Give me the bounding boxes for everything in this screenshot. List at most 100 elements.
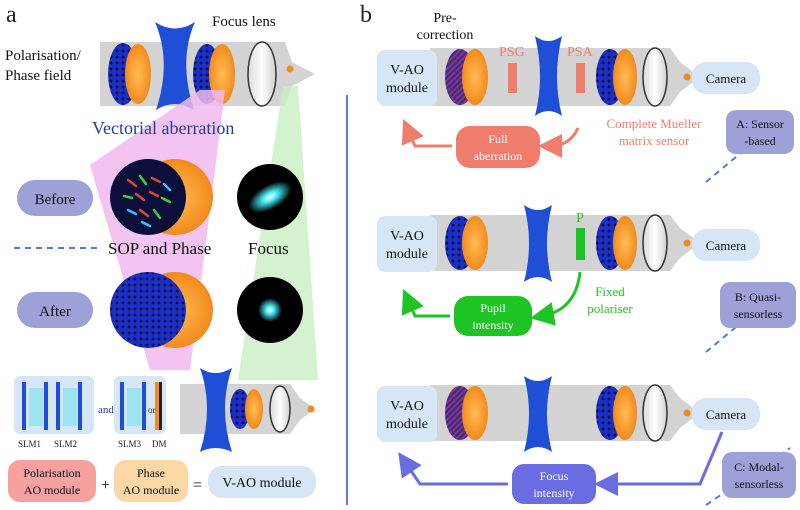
psa-label: PSA bbox=[567, 45, 594, 60]
fixed-polariser-line1: Fixed bbox=[595, 284, 625, 299]
row-c-camera-arrow bbox=[594, 431, 724, 496]
modal-sensorless-line2: sensorless bbox=[735, 477, 784, 491]
slm3-label: SLM3 bbox=[118, 439, 142, 449]
bottom-focus-lens-icon bbox=[269, 385, 291, 433]
full-aberration-line1: Full bbox=[488, 132, 508, 146]
quasi-sensorless-tag bbox=[720, 282, 796, 328]
plus-sign: + bbox=[101, 477, 110, 494]
polarisation-ao-module-box bbox=[8, 460, 96, 502]
after-sop-map bbox=[110, 272, 186, 348]
quasi-sensorless-line1: B: Quasi- bbox=[735, 290, 781, 304]
full-aberration-box bbox=[456, 126, 540, 168]
polarisation-ao-line2: AO module bbox=[24, 483, 80, 497]
sensor-based-line2: -based bbox=[744, 134, 775, 148]
polarisation-field-label-line1: Polarisation/ bbox=[5, 48, 82, 64]
row-a-lens-icon bbox=[535, 36, 562, 116]
orange-phase-disc bbox=[125, 44, 151, 104]
vectorial-aberration-title: Vectorial aberration bbox=[92, 118, 234, 138]
sop-ellipse-glyphs bbox=[122, 174, 172, 228]
row-a-camera-label: Camera bbox=[706, 71, 747, 86]
phase-ao-line1: Phase bbox=[137, 466, 165, 480]
after-badge bbox=[17, 292, 93, 328]
row-a-vao-line2: module bbox=[386, 81, 428, 96]
row-b-optical-train bbox=[430, 205, 700, 282]
after-focus-core bbox=[258, 298, 282, 322]
row-c-feedback-arrow bbox=[398, 452, 508, 486]
focus-lens-icon bbox=[247, 41, 277, 107]
before-sop-map bbox=[110, 159, 186, 235]
polarisation-ao-line1: Polarisation bbox=[23, 466, 80, 480]
sensor-based-line1: A: Sensor bbox=[736, 117, 784, 131]
panel-a-top-beam bbox=[100, 22, 315, 110]
vao-module-label: V-AO module bbox=[222, 476, 301, 491]
row-c-vao-line1: V-AO bbox=[390, 399, 424, 414]
equals-sign: = bbox=[193, 477, 202, 494]
mueller-sensor-line2: matrix sensor bbox=[619, 133, 690, 148]
before-label: Before bbox=[35, 192, 76, 208]
modal-sensorless-tag bbox=[722, 452, 796, 498]
focus-intensity-line2: intensity bbox=[533, 486, 574, 500]
phase-ao-line2: AO module bbox=[123, 483, 179, 497]
sensor-based-tag bbox=[726, 110, 794, 154]
row-c-vao-line2: module bbox=[386, 417, 428, 432]
row-a-vao-line1: V-AO bbox=[390, 63, 424, 78]
pupil-intensity-line2: intensity bbox=[472, 318, 513, 332]
phase-ao-module-box bbox=[114, 460, 188, 502]
row-a-camera-box bbox=[692, 62, 760, 94]
row-c-camera-label: Camera bbox=[706, 407, 747, 422]
slm1-label: SLM1 bbox=[18, 439, 41, 449]
full-aberration-line2: aberration bbox=[474, 149, 523, 163]
and-text: and bbox=[98, 404, 114, 416]
row-a-vao-module-box bbox=[377, 50, 437, 106]
focus-intensity-line1: Focus bbox=[540, 469, 569, 483]
row-b-vao-module-box bbox=[377, 216, 437, 272]
row-b-feedback-arrow bbox=[401, 289, 450, 318]
row-b-sensor-arrow bbox=[530, 271, 582, 326]
polarisation-field-label-line2: Phase field bbox=[5, 68, 72, 84]
row-c-camera-box bbox=[692, 398, 760, 430]
row-c-vao-module-box bbox=[377, 386, 437, 442]
psa-element bbox=[576, 63, 585, 93]
bottom-aberrator-lens-icon bbox=[200, 368, 232, 452]
after-label: After bbox=[39, 304, 71, 320]
dm-label: DM bbox=[152, 439, 167, 449]
fixed-polariser-line2: polariser bbox=[587, 301, 633, 316]
row-a-sensor-arrow bbox=[538, 127, 580, 158]
mueller-sensor-line1: Complete Mueller bbox=[607, 116, 703, 131]
precorrection-line2: correction bbox=[417, 28, 474, 43]
focus-label: Focus bbox=[248, 239, 289, 258]
modal-sensorless-line1: C: Modal- bbox=[734, 460, 784, 474]
vao-module-box bbox=[208, 466, 316, 498]
row-a-feedback-arrow bbox=[401, 119, 452, 148]
focus-lens-label: Focus lens bbox=[212, 14, 276, 30]
row-c-optical-train bbox=[430, 376, 700, 452]
slm2-label: SLM2 bbox=[54, 439, 77, 449]
panel-a-bottom-train bbox=[14, 368, 315, 452]
before-badge bbox=[17, 180, 93, 216]
row-c-divider bbox=[705, 447, 791, 506]
row-c-lens-icon bbox=[524, 376, 552, 452]
focus-intensity-box bbox=[512, 464, 596, 504]
aberrator-lens-icon bbox=[155, 22, 195, 110]
quasi-sensorless-line2: sensorless bbox=[734, 307, 783, 321]
row-b-lens-icon bbox=[524, 205, 552, 282]
fixed-polariser-element bbox=[576, 228, 585, 260]
psg-label: PSG bbox=[499, 45, 525, 60]
or-text: or bbox=[148, 405, 156, 415]
psg-element bbox=[508, 63, 517, 93]
precorrection-line1: Pre- bbox=[433, 11, 457, 26]
sop-and-phase-label: SOP and Phase bbox=[108, 239, 211, 258]
row-b-camera-box bbox=[692, 229, 760, 261]
panel-a-label: a bbox=[6, 2, 17, 28]
row-b-camera-label: Camera bbox=[706, 238, 747, 253]
row-b-vao-line2: module bbox=[386, 247, 428, 262]
row-a-optical-train bbox=[430, 36, 700, 116]
aberrated-phase-disc bbox=[209, 44, 235, 104]
focal-point-dot bbox=[286, 65, 294, 73]
polariser-p-label: P bbox=[576, 211, 584, 226]
row-b-vao-line1: V-AO bbox=[390, 229, 424, 244]
panel-b-label: b bbox=[360, 2, 372, 28]
pupil-intensity-line1: Pupil bbox=[480, 301, 506, 315]
before-focus-blur bbox=[248, 181, 292, 213]
